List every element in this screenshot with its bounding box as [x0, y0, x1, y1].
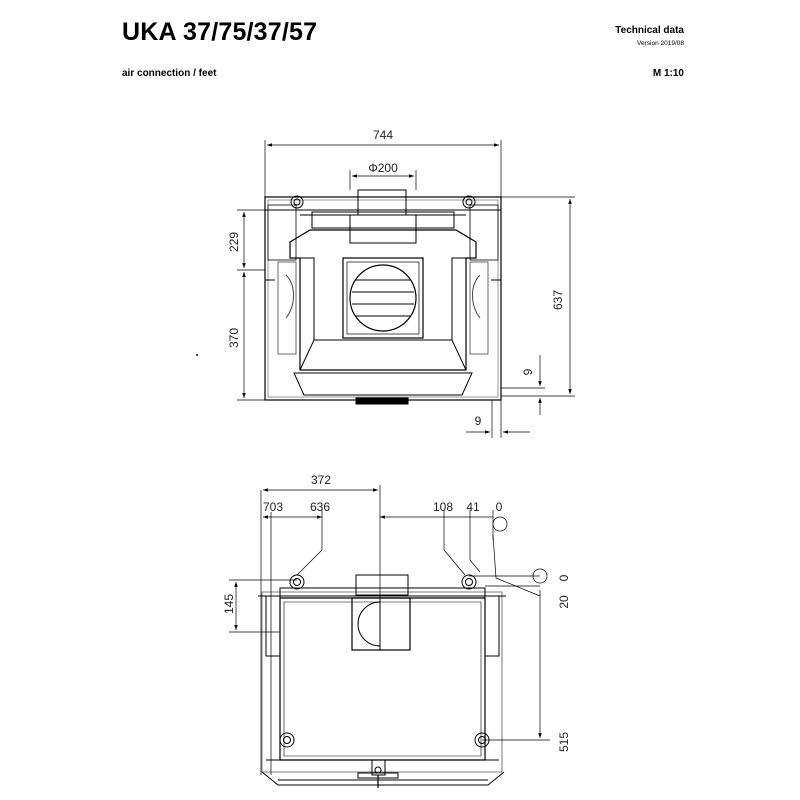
- dim-left-inner: 636: [310, 500, 330, 514]
- knob-icon: [462, 195, 476, 209]
- dim-upper-height: 229: [227, 232, 241, 252]
- dim-total-height: 637: [551, 290, 565, 310]
- bottom-view-drawing: [258, 574, 506, 788]
- dim-offset-right: 9: [521, 368, 535, 375]
- dim-left-outer: 703: [263, 500, 283, 514]
- bottom-view-dimensions: [229, 485, 550, 775]
- top-view-drawing: [264, 189, 502, 405]
- dim-diameter: Φ200: [368, 161, 398, 175]
- dim-right-zero: 0: [496, 500, 503, 514]
- knob-icon: [290, 195, 304, 209]
- foot-icon: [289, 574, 305, 590]
- dim-lower-height: 370: [227, 328, 241, 348]
- dim-width: 744: [373, 128, 393, 142]
- page-title: UKA 37/75/37/57: [122, 18, 318, 46]
- top-view-dimensions: [237, 140, 575, 438]
- dim-v-twenty: 20: [557, 595, 571, 609]
- foot-icon: [461, 574, 477, 590]
- dim-offset-bottom: 9: [475, 414, 482, 428]
- point-marker: [196, 354, 198, 356]
- version-label: Version 2019/08: [637, 40, 684, 47]
- dim-right-inner: 108: [433, 500, 453, 514]
- page-subtitle: air connection / feet: [122, 68, 217, 79]
- scale-label: M 1:10: [652, 68, 684, 79]
- technical-data-label: Technical data: [615, 25, 684, 36]
- foot-icon: [279, 732, 295, 748]
- dim-right-mid: 41: [466, 500, 480, 514]
- dim-v-zero: 0: [557, 574, 571, 581]
- dim-depth: 515: [557, 732, 571, 752]
- dim-center: 372: [311, 473, 331, 487]
- top-view-dim-labels: 744 Φ200 229 370 637 9 9: [227, 128, 565, 428]
- bottom-view-dim-labels: 372 703 636 108 41 0 145 0 20 515: [222, 473, 571, 752]
- dim-foot-offset: 145: [222, 594, 236, 614]
